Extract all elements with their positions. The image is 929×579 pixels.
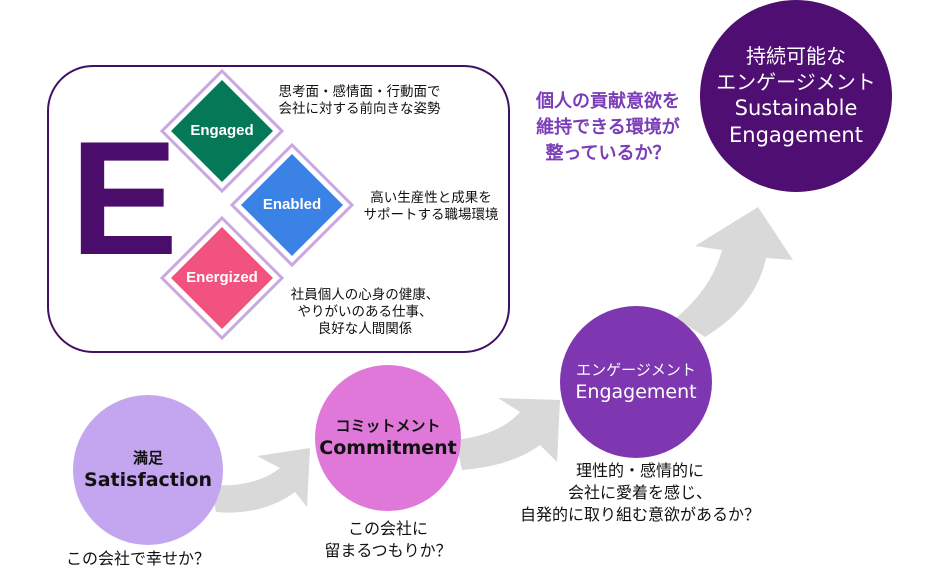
stage-sustainable-engagement: 持続可能な エンゲージメント Sustainable Engagement: [700, 0, 892, 192]
enabled-description-line: 高い生産性と成果を: [370, 190, 492, 206]
enabled-label: Enabled: [262, 196, 322, 213]
stage-engagement: エンゲージメント Engagement: [560, 306, 712, 458]
enabled-description-line: サポートする職場環境: [363, 207, 499, 223]
engaged-description-line: 会社に対する前向きな姿勢: [278, 101, 441, 117]
engaged-description-line: 思考面・感情面・行動面で: [278, 84, 441, 100]
stage-satisfaction: 満足 Satisfaction: [73, 395, 223, 545]
satisfaction-question: この会社で幸せか？: [48, 548, 228, 570]
question-line: この会社で幸せか？: [65, 549, 210, 568]
arrow-engagement-to-sustainable: [676, 207, 793, 337]
big-e-letter: E: [70, 108, 179, 289]
arrow-satisfaction-to-commitment: [210, 448, 310, 513]
stage-commitment: コミットメント Commitment: [315, 365, 461, 511]
arrow-commitment-to-engagement: [455, 398, 560, 470]
energized-description: 社員個人の心身の健康、 やりがいのある仕事、 良好な人間関係: [280, 287, 450, 338]
stage-commitment-en: Commitment: [319, 437, 457, 459]
question-line: 自発的に取り組む意欲があるか？: [519, 505, 760, 524]
engaged-description: 思考面・感情面・行動面で 会社に対する前向きな姿勢: [272, 84, 447, 118]
energized-description-line: やりがいのある仕事、: [297, 304, 433, 320]
stage-sustainable-jp: 持続可能な: [746, 44, 846, 68]
engaged-label: Engaged: [190, 122, 254, 139]
question-line: 個人の貢献意欲を: [536, 91, 680, 112]
stage-engagement-en: Engagement: [575, 381, 697, 403]
question-line: 整っているか？: [545, 143, 671, 164]
energized-description-line: 良好な人間関係: [317, 321, 413, 337]
commitment-question: この会社に 留まるつもりか？: [298, 518, 478, 562]
question-line: 会社に愛着を感じ、: [567, 483, 712, 502]
stage-satisfaction-jp: 満足: [132, 449, 163, 467]
energized-description-line: 社員個人の心身の健康、: [290, 287, 440, 303]
stage-engagement-jp: エンゲージメント: [576, 361, 696, 379]
stage-sustainable-en: Sustainable: [734, 96, 858, 120]
diamond-engaged: [159, 68, 285, 194]
enabled-description: 高い生産性と成果を サポートする職場環境: [356, 190, 506, 224]
question-line: 維持できる環境が: [536, 117, 680, 138]
engagement-question: 理性的・感情的に 会社に愛着を感じ、 自発的に取り組む意欲があるか？: [505, 460, 775, 526]
energized-label: Energized: [186, 269, 258, 286]
stage-sustainable-jp2: エンゲージメント: [716, 70, 876, 94]
stage-satisfaction-en: Satisfaction: [84, 469, 212, 491]
diamond-energized: [159, 215, 285, 341]
sustainable-question: 個人の貢献意欲を 維持できる環境が 整っているか？: [518, 89, 698, 167]
stage-commitment-jp: コミットメント: [335, 417, 441, 435]
question-line: 理性的・感情的に: [575, 461, 704, 480]
stage-sustainable-en2: Engagement: [729, 123, 863, 147]
question-line: この会社に: [347, 519, 428, 538]
diamond-enabled: [229, 142, 355, 268]
question-line: 留まるつもりか？: [324, 541, 452, 560]
